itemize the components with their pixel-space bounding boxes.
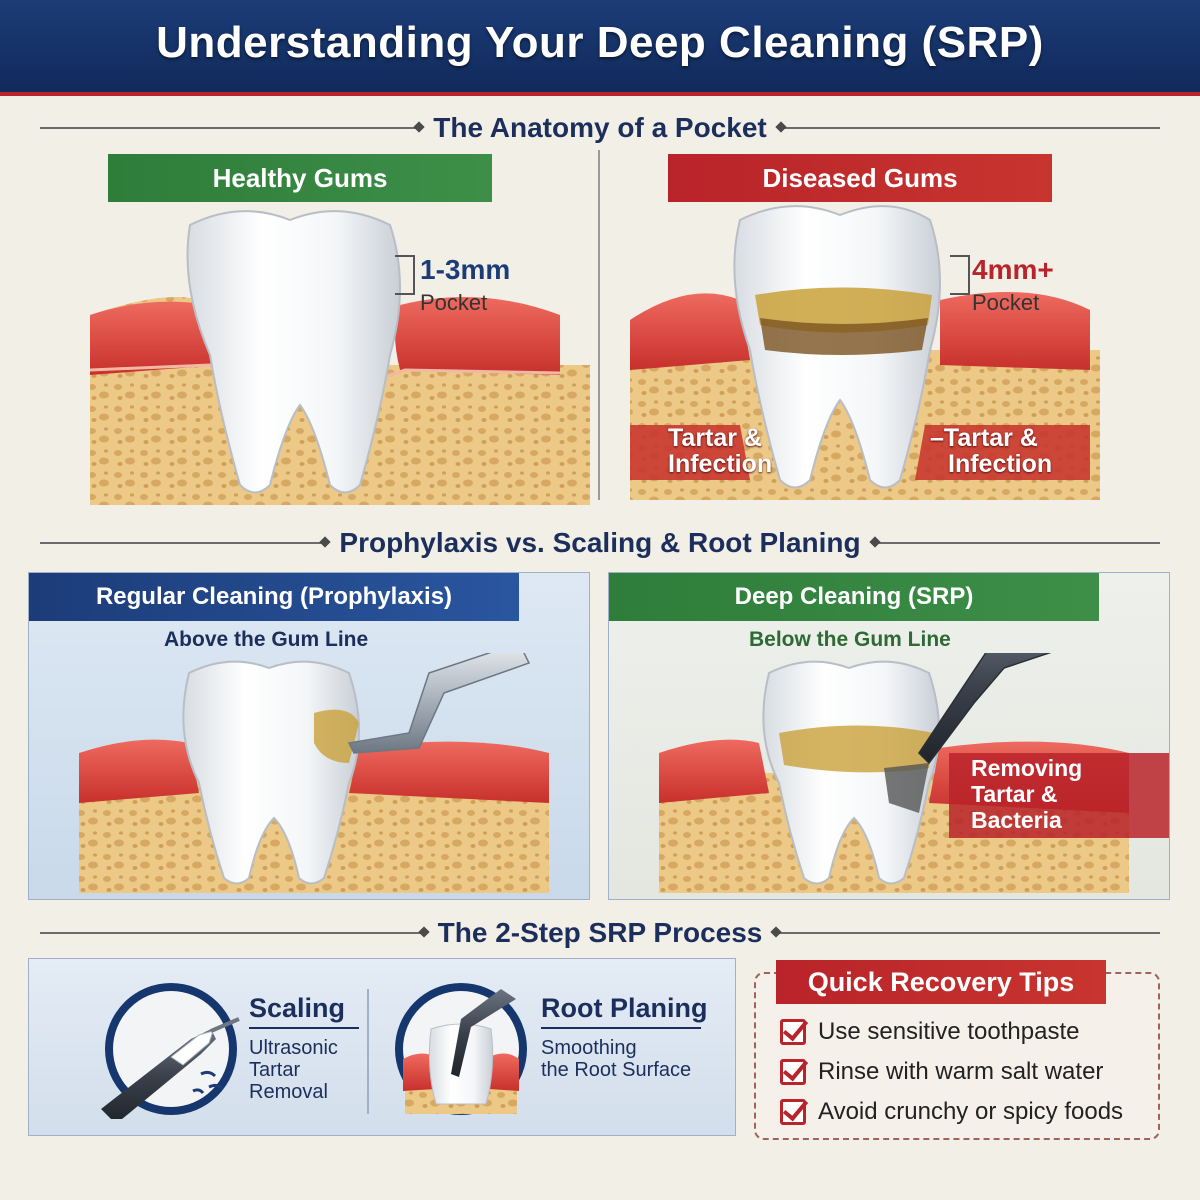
deep-cleaning-sub: Below the Gum Line	[749, 628, 951, 651]
section-heading-process: The 2-Step SRP Process	[40, 915, 1161, 951]
section-heading-text: The Anatomy of a Pocket	[433, 112, 767, 143]
regular-cleaning-label: Regular Cleaning (Prophylaxis)	[29, 573, 519, 621]
section-heading-text: The 2-Step SRP Process	[437, 917, 763, 948]
srp-process-panel: Scaling Ultrasonic Tartar Removal Root P…	[28, 958, 736, 1136]
step-divider	[367, 989, 369, 1114]
removing-callout-bg	[949, 753, 1169, 838]
step-root-planing-title: Root Planing	[541, 993, 708, 1023]
regular-cleaning-sub: Above the Gum Line	[164, 628, 369, 651]
ultrasonic-scaler-icon	[101, 983, 240, 1119]
healthy-gums-label: Healthy Gums	[108, 154, 492, 202]
tip-item: Rinse with warm salt water	[780, 1052, 1123, 1092]
checkbox-icon	[780, 1019, 806, 1045]
root-planing-icon	[395, 983, 527, 1115]
step-root-planing-desc: Smoothing the Root Surface	[541, 1037, 692, 1081]
recovery-tips-title: Quick Recovery Tips	[776, 960, 1106, 1004]
tartar-infection-right-callout: –Tartar & Infection	[930, 424, 1053, 478]
regular-cleaning-panel: Regular Cleaning (Prophylaxis) Above the…	[28, 572, 590, 900]
healthy-pocket-caption: Pocket	[420, 290, 488, 315]
tip-item: Avoid crunchy or spicy foods	[780, 1092, 1123, 1132]
checkbox-icon	[780, 1099, 806, 1125]
diseased-pocket-depth: 4mm+	[972, 254, 1054, 285]
tip-item: Use sensitive toothpaste	[780, 1012, 1123, 1052]
title-banner: Understanding Your Deep Cleaning (SRP)	[0, 0, 1200, 96]
removing-tartar-callout: Removing Tartar & Bacteria	[971, 755, 1083, 833]
deep-cleaning-panel: Deep Cleaning (SRP) Below the Gum Line R…	[608, 572, 1170, 900]
recovery-tips-list: Use sensitive toothpaste Rinse with warm…	[780, 1012, 1123, 1132]
healthy-tooth-illustration	[89, 210, 590, 505]
healthy-pocket-depth: 1-3mm	[420, 254, 511, 285]
diseased-tooth-illustration	[630, 205, 1100, 500]
regular-cleaning-illustration	[79, 653, 549, 893]
section-heading-comparison: Prophylaxis vs. Scaling & Root Planing	[40, 525, 1161, 561]
healthy-pocket-bracket	[395, 255, 415, 295]
section-heading-text: Prophylaxis vs. Scaling & Root Planing	[339, 527, 861, 558]
diseased-pocket-caption: Pocket	[972, 290, 1040, 315]
column-divider	[598, 150, 600, 500]
diseased-gums-label: Diseased Gums	[668, 154, 1052, 202]
checkbox-icon	[780, 1059, 806, 1085]
section-heading-anatomy: The Anatomy of a Pocket	[40, 110, 1161, 146]
recovery-tips-panel: Quick Recovery Tips Use sensitive toothp…	[754, 960, 1160, 1140]
tartar-infection-left-callout: Tartar & Infection	[668, 424, 773, 478]
diseased-pocket-bracket	[950, 255, 970, 295]
step-scaling-desc: Ultrasonic Tartar Removal	[249, 1037, 338, 1103]
step-scaling-title: Scaling	[249, 993, 346, 1023]
deep-cleaning-label: Deep Cleaning (SRP)	[609, 573, 1099, 621]
page-title: Understanding Your Deep Cleaning (SRP)	[156, 18, 1044, 67]
